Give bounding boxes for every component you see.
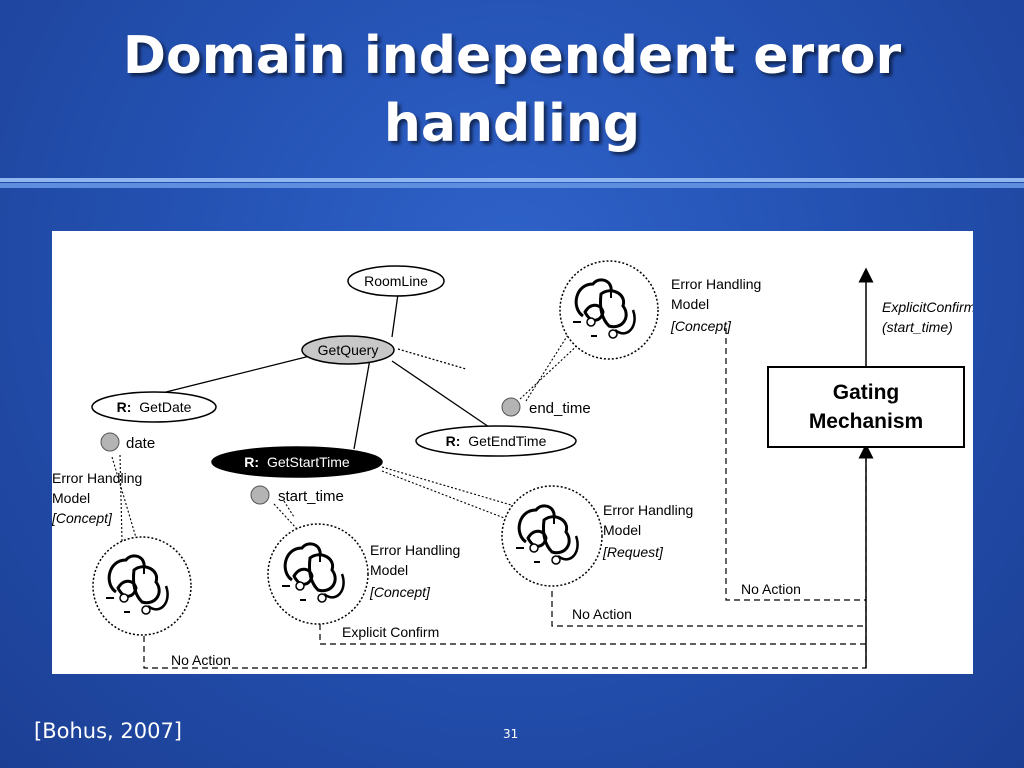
ehm-label-type: [Concept] [52,510,113,526]
node-getdate-label: R: GetDate [117,399,192,415]
page-number: 31 [503,727,519,741]
ehm-label-line2: Model [671,296,709,312]
diagram-figure: RoomLine GetQuery R: GetDate R: GetEndTi… [52,231,973,674]
concept-date-label: date [126,435,155,452]
title-divider-dark [0,183,1024,188]
ehm-end-time [559,260,659,360]
getdate-text: GetDate [139,399,191,415]
ehm-label-end-time: Error Handling Model [Concept] [670,276,761,334]
concept-start-time: start_time [250,485,344,505]
concept-end-time-label: end_time [529,400,591,417]
explicit-confirm-output: ExplicitConfirm (start_time) [882,299,973,335]
node-getquery: GetQuery [301,335,395,365]
node-getendtime-label: R: GetEndTime [446,433,547,449]
ehm-label-line1: Error Handling [603,502,693,518]
node-getendtime: R: GetEndTime [415,425,577,457]
title-divider-light [0,178,1024,182]
output-line1: ExplicitConfirm [882,299,973,315]
ehm-label-line2: Model [370,562,408,578]
getendtime-text: GetEndTime [468,433,546,449]
request-prefix: R: [117,399,132,415]
gating-line1: Gating [833,381,900,404]
ehm-label-line1: Error Handling [671,276,761,292]
ehm-label-line1: Error Handling [370,542,460,558]
ehm-get-start-time [501,485,603,587]
ehm-label-type: [Request] [602,544,664,560]
node-getquery-label: GetQuery [318,342,379,358]
slide-title-line-1: Domain independent error [122,26,902,86]
concept-date: date [100,432,155,452]
tree-edges [153,293,493,450]
ehm-label-date: Error Handling Model [Concept] [52,470,142,526]
ehm-label-type: [Concept] [369,584,431,600]
output-line2: (start_time) [882,319,953,335]
gating-mechanism-box: Gating Mechanism [767,366,965,448]
action-label-explicit-confirm: Explicit Confirm [342,624,439,640]
action-label-no-action-end-time: No Action [741,581,801,597]
slide-title: Domain independent error handling [0,22,1024,158]
concept-start-time-label: start_time [278,488,344,505]
ehm-label-type: [Concept] [670,318,732,334]
ehm-label-start-time: Error Handling Model [Concept] [369,542,460,600]
gating-line2: Mechanism [809,410,923,433]
ehm-date [92,536,192,636]
getstarttime-text: GetStartTime [267,454,350,470]
action-label-no-action-date: No Action [171,652,231,668]
ehm-label-line2: Model [52,490,90,506]
node-roomline: RoomLine [347,265,445,297]
ehm-start-time [267,523,369,625]
node-getdate: R: GetDate [91,391,217,423]
request-prefix: R: [446,433,461,449]
request-prefix: R: [244,454,259,470]
ehm-label-line1: Error Handling [52,470,142,486]
node-roomline-label: RoomLine [364,273,428,289]
action-label-no-action-request: No Action [572,606,632,622]
slide-title-line-2: handling [383,94,641,154]
node-getstarttime-label: R: GetStartTime [244,454,350,470]
ehm-label-request: Error Handling Model [Request] [602,502,693,560]
ehm-label-line2: Model [603,522,641,538]
diagram-canvas: RoomLine GetQuery R: GetDate R: GetEndTi… [52,260,973,669]
concept-end-time: end_time [501,397,591,417]
node-getstarttime: R: GetStartTime [211,446,383,478]
citation: [Bohus, 2007] [34,719,182,743]
